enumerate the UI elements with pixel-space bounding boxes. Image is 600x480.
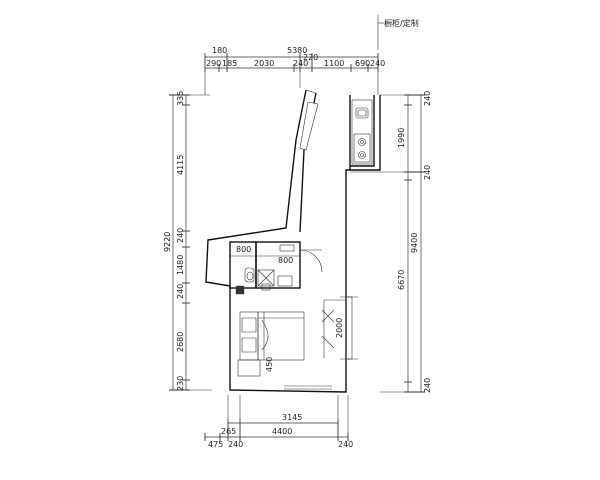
dim-left-240: 240 [176, 228, 185, 243]
window-width-label: 2000 [335, 318, 344, 338]
dim-right-overall: 9400 [410, 233, 419, 253]
dim-right-240b: 240 [423, 165, 432, 180]
dim-top-690: 690 [355, 59, 370, 68]
closet-width-label: 800 [278, 256, 293, 265]
bath-width-label: 800 [236, 245, 251, 254]
kitchen-counter [351, 99, 373, 165]
dim-left-4115: 4115 [176, 155, 185, 175]
left-dimensions: 9220 335 4115 240 1480 240 2680 230 [163, 91, 212, 391]
bottom-dimensions: 3145 475 265 4400 240 240 [204, 395, 353, 449]
dim-top-1100: 1100 [324, 59, 344, 68]
sink-icon [355, 107, 369, 119]
dim-left-overall: 9220 [163, 232, 172, 252]
dim-right-240: 240 [423, 91, 432, 106]
dim-bottom-475: 475 [208, 440, 223, 449]
dim-top-2030: 2030 [254, 59, 274, 68]
stove-icon [353, 133, 371, 163]
dim-left-1480: 1480 [176, 255, 185, 275]
dim-top-240b: 240 [370, 59, 385, 68]
dim-bottom-4400: 4400 [272, 427, 292, 436]
dim-right-6670: 6670 [397, 270, 406, 290]
dim-right-240c: 240 [423, 378, 432, 393]
dim-top-240: 240 [293, 59, 308, 68]
dim-left-230: 230 [176, 376, 185, 391]
window-bottom [284, 385, 332, 390]
bedroom-area: 450 [237, 311, 305, 377]
dim-bottom-240b: 240 [338, 440, 353, 449]
dim-top-180: 180 [212, 46, 227, 55]
bathroom-area: 800 800 [229, 241, 323, 295]
dim-bottom-265: 265 [221, 427, 236, 436]
right-dimensions: 9400 240 1990 240 6670 240 [350, 91, 432, 393]
dim-bottom-3145: 3145 [282, 413, 302, 422]
dim-bottom-240: 240 [228, 440, 243, 449]
cabinet-annotation: 橱柜/定制 [377, 15, 419, 50]
dim-right-1990: 1990 [397, 128, 406, 148]
dim-top-220: 220 [303, 53, 318, 62]
dim-left-335: 335 [176, 91, 185, 106]
dim-top-290: 290 [206, 59, 221, 68]
bed [257, 311, 305, 361]
top-dimensions: 180 5380 220 290 185 2030 240 1100 690 2… [204, 46, 385, 95]
dim-top-185: 185 [222, 59, 237, 68]
dim-left-2680: 2680 [176, 332, 185, 352]
dim-top-overall: 5380 [287, 46, 307, 55]
cabinet-label: 橱柜/定制 [384, 18, 419, 28]
window-right: 2000 [321, 296, 358, 360]
dim-left-240b: 240 [176, 284, 185, 299]
bed-depth-label: 450 [265, 357, 274, 372]
toilet-icon [244, 267, 255, 283]
